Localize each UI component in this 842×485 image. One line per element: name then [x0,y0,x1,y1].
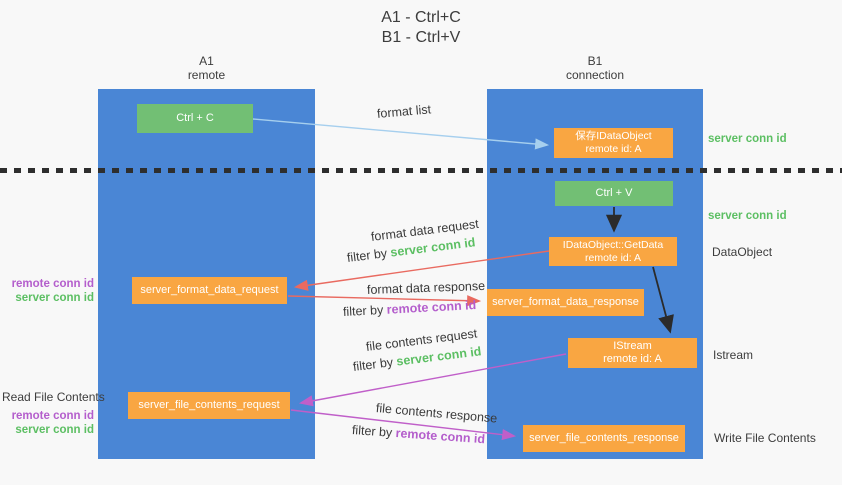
save-idataobject-line2: remote id: A [585,143,642,155]
phase-separator-dotted-line [0,168,842,173]
left-remote-conn-id-bottom: remote conn id [11,410,94,422]
istream-node: IStream remote id: A [568,338,697,368]
filter-by-remote-conn-id-label-2: filter by remote conn id [352,423,486,446]
ctrl-v-node: Ctrl + V [555,181,673,206]
ctrl-c-node: Ctrl + C [137,104,253,133]
lifeline-b-name: B1 [587,54,603,68]
title-line-2: B1 - Ctrl+V [381,29,461,46]
filter-by-server-conn-id-label-1: filter by server conn id [346,235,476,265]
idataobject-getdata-line2: remote id: A [584,251,642,264]
dataobject-label: DataObject [712,245,773,259]
left-server-conn-id-top: server conn id [15,292,94,304]
lifeline-a-name: A1 [199,54,214,68]
remote-conn-id-text: remote conn id [386,298,477,317]
write-file-contents-label: Write File Contents [714,431,816,445]
save-idataobject-line1: 保存IDataObject [575,130,652,142]
server-format-data-request-node: server_format_data_request [132,277,287,304]
filter-prefix: filter by [342,302,388,319]
lifeline-a-header: A1 remote [98,54,315,82]
file-contents-response-label: file contents response [375,401,498,426]
filter-prefix: filter by [352,354,398,374]
format-data-response-label: format data response [366,278,486,297]
istream-side-label: Istream [713,348,754,362]
server-format-data-response-label: server_format_data_response [492,296,639,308]
filter-prefix: filter by [346,245,392,265]
filter-by-remote-conn-id-label-1: filter by remote conn id [343,298,477,319]
left-server-conn-id-bottom: server conn id [15,424,94,436]
read-file-contents-label: Read File Contents [2,390,105,404]
server-file-contents-request-node: server_file_contents_request [128,392,290,419]
filter-prefix: filter by [351,423,397,441]
ctrl-c-label: Ctrl + C [176,112,214,124]
title-line-1: A1 - Ctrl+C [381,9,461,26]
server-format-data-request-label: server_format_data_request [140,284,279,296]
server-file-contents-response-label: server_file_contents_response [529,432,679,444]
lifeline-a-role: remote [187,68,226,82]
format-list-label: format list [376,102,432,121]
diagram-title: A1 - Ctrl+C B1 - Ctrl+V [0,8,842,48]
save-idataobject-node: 保存IDataObject remote id: A [554,128,673,158]
server-file-contents-response-node: server_file_contents_response [523,425,685,452]
right-server-conn-id-mid: server conn id [708,210,787,222]
server-format-data-response-node: server_format_data_response [487,289,644,316]
left-remote-conn-id-top: remote conn id [11,278,94,290]
ctrl-v-label: Ctrl + V [595,187,633,199]
idataobject-getdata-line1: IDataObject::GetData [562,238,664,251]
right-server-conn-id-top: server conn id [708,133,787,145]
server-file-contents-request-label: server_file_contents_request [138,399,280,411]
remote-conn-id-text: remote conn id [395,426,486,447]
idataobject-getdata-node: IDataObject::GetData remote id: A [549,237,677,266]
lifeline-b-role: connection [565,68,625,82]
lifeline-b-header: B1 connection [487,54,703,82]
istream-line2: remote id: A [603,353,662,365]
istream-line1: IStream [613,340,652,352]
